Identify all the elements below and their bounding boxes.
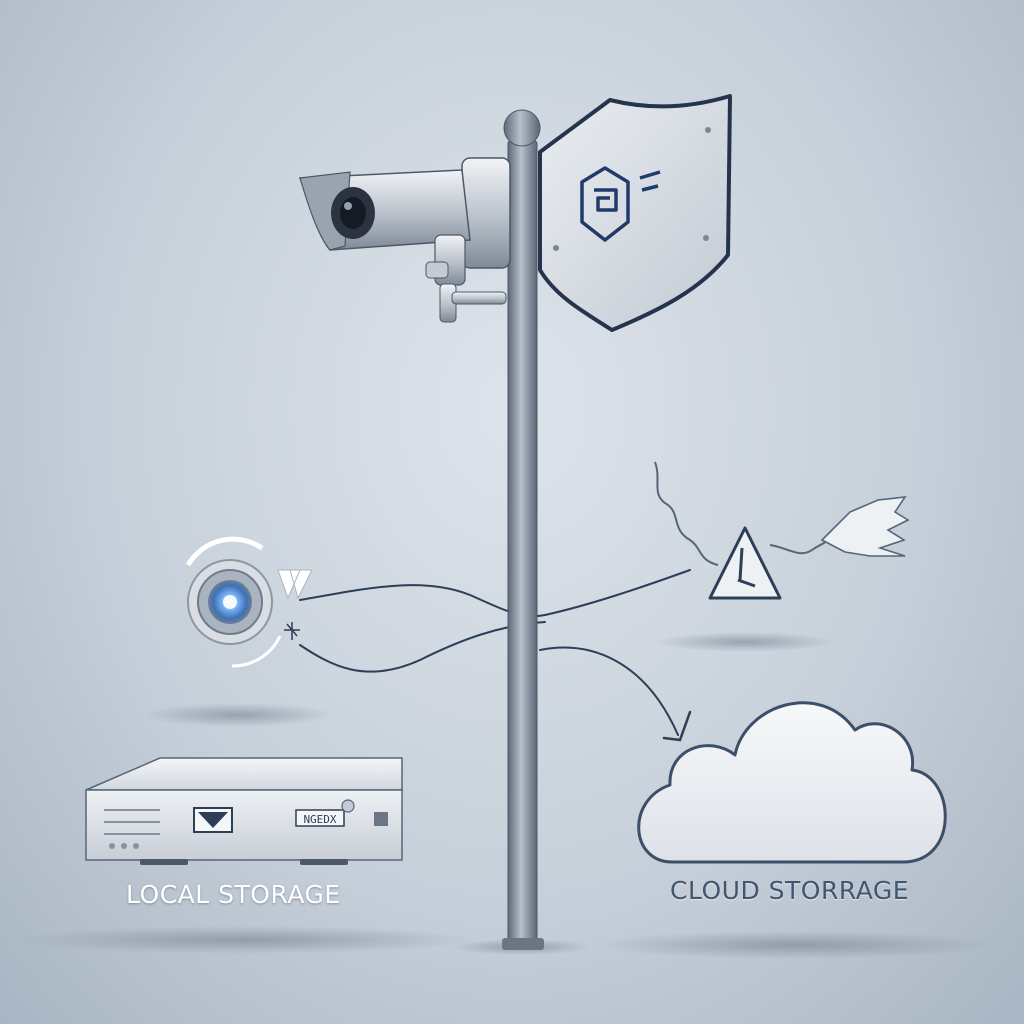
warning-shadow [655,632,835,652]
shield-icon [538,94,732,332]
lens-shadow [143,703,333,727]
nvr-recorder-icon: NGEDX [85,757,403,865]
torn-paper-shard [820,496,910,557]
pole-to-warning-line [544,569,691,616]
nvr-badge-text: NGEDX [303,813,336,826]
shield-emblem [580,166,661,242]
cable-lower-line [299,621,546,673]
connection-lines [299,569,692,742]
camera-lens-icon [185,536,313,668]
pole-cap [503,109,541,147]
cloud-storage-label: CLOUD STORRAGE [670,876,910,905]
cloud-shadow [595,931,995,959]
security-camera-icon [298,157,511,323]
nvr-shadow [15,926,475,954]
cloud-icon [637,701,947,864]
local-storage-label: LOCAL STORAGE [126,880,341,909]
warning-triangle-icon [708,526,782,600]
arrow-head [662,710,692,742]
pole [507,139,538,949]
pole-to-cloud-arrow [539,646,679,736]
pole-base [502,938,544,950]
broken-link-scribble [654,461,861,566]
